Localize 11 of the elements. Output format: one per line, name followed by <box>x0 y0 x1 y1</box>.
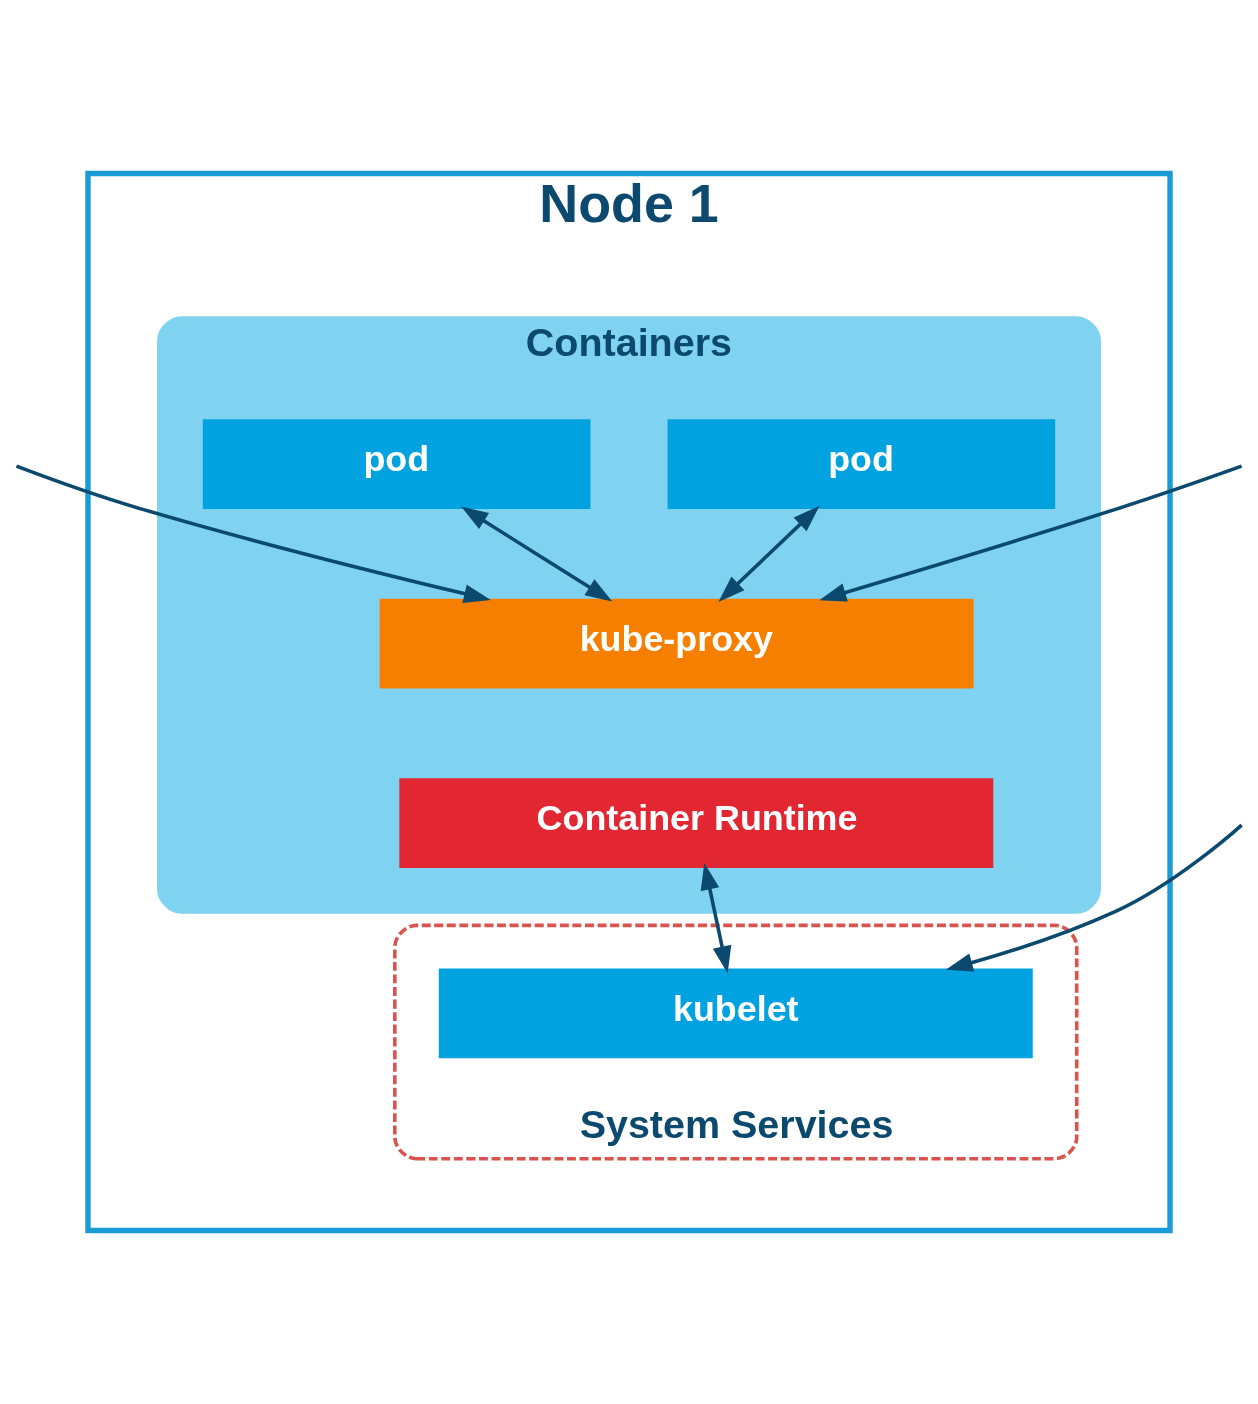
node-box: kubelet <box>438 968 1033 1059</box>
arrow <box>945 823 1243 972</box>
arrow <box>718 505 820 603</box>
node-box: Container Runtime <box>399 778 994 868</box>
node-box: kube-proxy <box>379 598 974 689</box>
arrow <box>461 506 613 602</box>
arrow <box>15 464 491 603</box>
node-box: pod <box>667 419 1056 510</box>
arrow <box>819 464 1243 602</box>
node-box: pod <box>202 419 591 510</box>
arrow <box>700 862 732 974</box>
